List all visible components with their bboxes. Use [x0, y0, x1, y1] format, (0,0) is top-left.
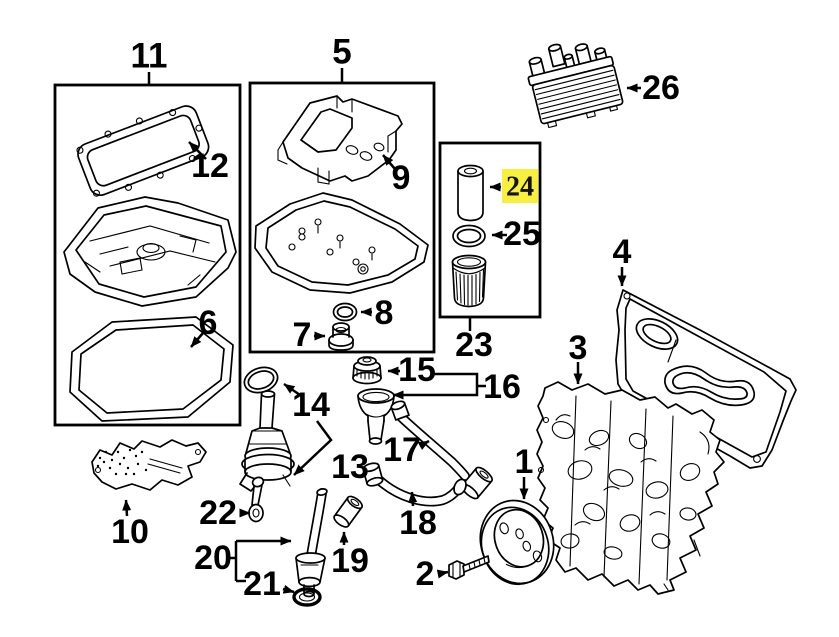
- oil-return-pipe-lower[interactable]: [362, 462, 468, 507]
- callout-19[interactable]: 19: [331, 542, 369, 580]
- callout-21[interactable]: 21: [243, 565, 281, 603]
- oil-cooler[interactable]: [522, 32, 625, 129]
- callout-11[interactable]: 11: [131, 37, 168, 76]
- callout-26[interactable]: 26: [642, 69, 680, 107]
- upper-oil-pan-gasket[interactable]: [73, 98, 214, 203]
- crankshaft-pulley[interactable]: [470, 491, 564, 593]
- callout-23[interactable]: 23: [455, 326, 493, 364]
- callout-4[interactable]: 4: [613, 233, 632, 271]
- callout-2[interactable]: 2: [416, 555, 435, 593]
- filter-cap-o-ring[interactable]: [452, 224, 486, 248]
- callout-25[interactable]: 25: [503, 215, 541, 253]
- oil-drain-plug[interactable]: [328, 322, 354, 351]
- callout-7[interactable]: 7: [293, 316, 312, 354]
- oil-pickup-tube[interactable]: [295, 488, 328, 598]
- callout-3[interactable]: 3: [569, 329, 588, 367]
- oil-pump[interactable]: [239, 390, 295, 492]
- callout-13[interactable]: 13: [331, 448, 369, 486]
- callout-16[interactable]: 16: [483, 368, 521, 406]
- oil-separator-cap[interactable]: [352, 356, 382, 385]
- baffle-plate[interactable]: [91, 439, 207, 491]
- pulley-bolt[interactable]: [448, 555, 490, 580]
- callout-5[interactable]: 5: [332, 33, 351, 72]
- o-ring-8[interactable]: [332, 302, 358, 322]
- oil-filter-element[interactable]: [457, 164, 484, 222]
- cover-detail-lines: [537, 395, 710, 591]
- callout-18[interactable]: 18: [399, 504, 437, 542]
- callout-9[interactable]: 9: [392, 159, 411, 197]
- group-box-11: [53, 83, 242, 427]
- group-box-23: [438, 141, 542, 319]
- callout-8[interactable]: 8: [375, 294, 394, 332]
- callout-1[interactable]: 1: [515, 443, 534, 481]
- callout-20[interactable]: 20: [194, 539, 232, 577]
- callout-24[interactable]: 24: [506, 172, 534, 203]
- callout-22[interactable]: 22: [199, 494, 237, 532]
- oil-filter-cap[interactable]: [451, 254, 487, 308]
- oil-pan-support-frame[interactable]: [277, 95, 403, 185]
- assembly-box-11: 11 12 6: [53, 37, 242, 427]
- callout-24-highlight: [502, 169, 538, 203]
- lower-oil-pan[interactable]: [254, 192, 429, 294]
- oil-pump-o-ring[interactable]: [241, 363, 281, 396]
- lower-oil-pan-gasket[interactable]: [69, 316, 234, 422]
- assembly-box-23: 23 24 25: [438, 141, 542, 364]
- callout-15[interactable]: 15: [398, 351, 436, 389]
- camshaft-cover[interactable]: [536, 381, 725, 595]
- callout-6[interactable]: 6: [199, 304, 218, 342]
- guide-link[interactable]: [248, 476, 265, 523]
- pickup-tube-o-ring[interactable]: [292, 587, 322, 607]
- oil-return-pipe-upper[interactable]: [390, 400, 494, 501]
- callout-12[interactable]: 12: [191, 147, 229, 185]
- gasket-inner-islands: [623, 292, 761, 463]
- assembly-box-5: 5 9: [248, 33, 436, 354]
- callout-17[interactable]: 17: [383, 431, 421, 469]
- callout-14[interactable]: 14: [292, 386, 330, 424]
- upper-oil-pan[interactable]: [63, 196, 237, 307]
- valve-cover-gasket[interactable]: [615, 289, 797, 469]
- connector-sleeve[interactable]: [332, 494, 364, 529]
- callout-10[interactable]: 10: [111, 513, 149, 551]
